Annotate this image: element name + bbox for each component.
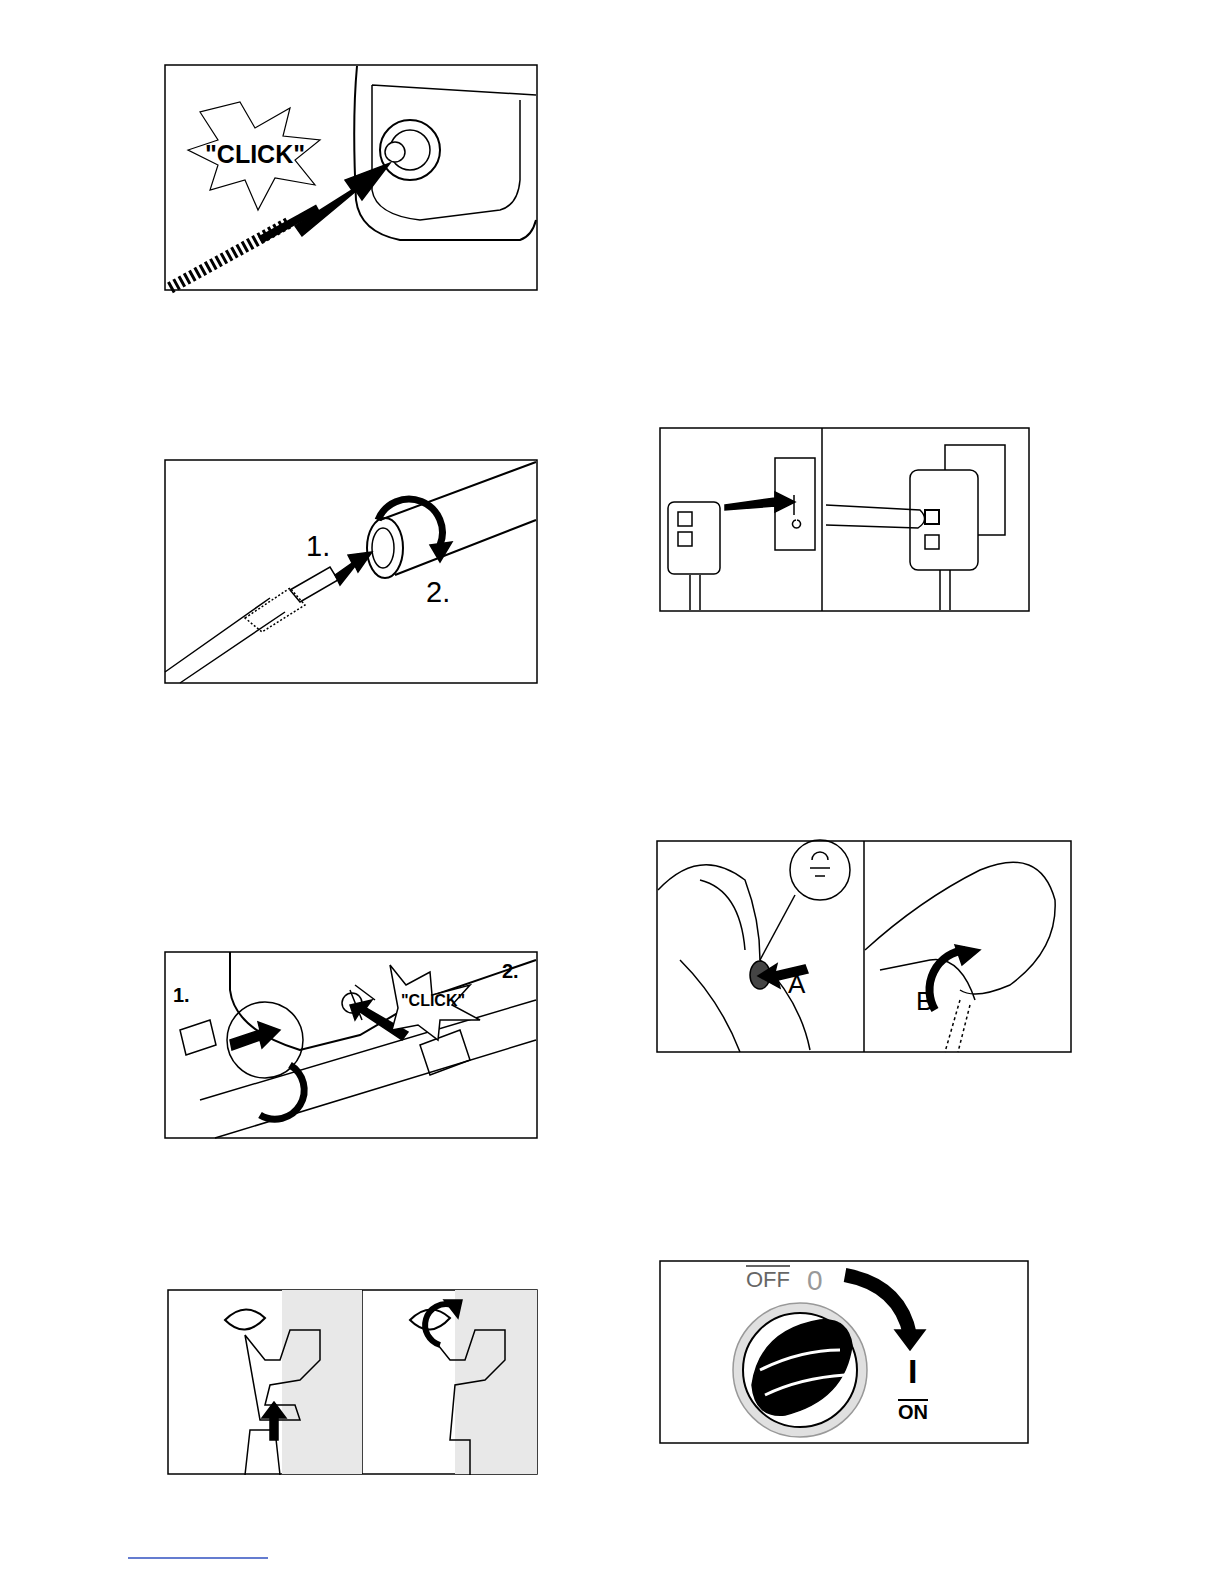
callout-label: B	[916, 988, 933, 1014]
callout-label: "CLICK"	[205, 142, 305, 167]
callout-label: OFF	[746, 1269, 790, 1291]
callout-label: 2.	[426, 578, 450, 607]
callout-label: "CLICK"	[401, 993, 465, 1009]
callout-label: 2.	[502, 961, 519, 981]
callout-label: ON	[898, 1402, 928, 1422]
callout-label: A	[788, 971, 805, 997]
callout-label: 1.	[173, 985, 190, 1005]
callout-label: I	[908, 1354, 917, 1388]
callout-label: 1.	[306, 532, 330, 561]
callout-label: 0	[807, 1267, 823, 1295]
panel-frame	[165, 65, 537, 290]
